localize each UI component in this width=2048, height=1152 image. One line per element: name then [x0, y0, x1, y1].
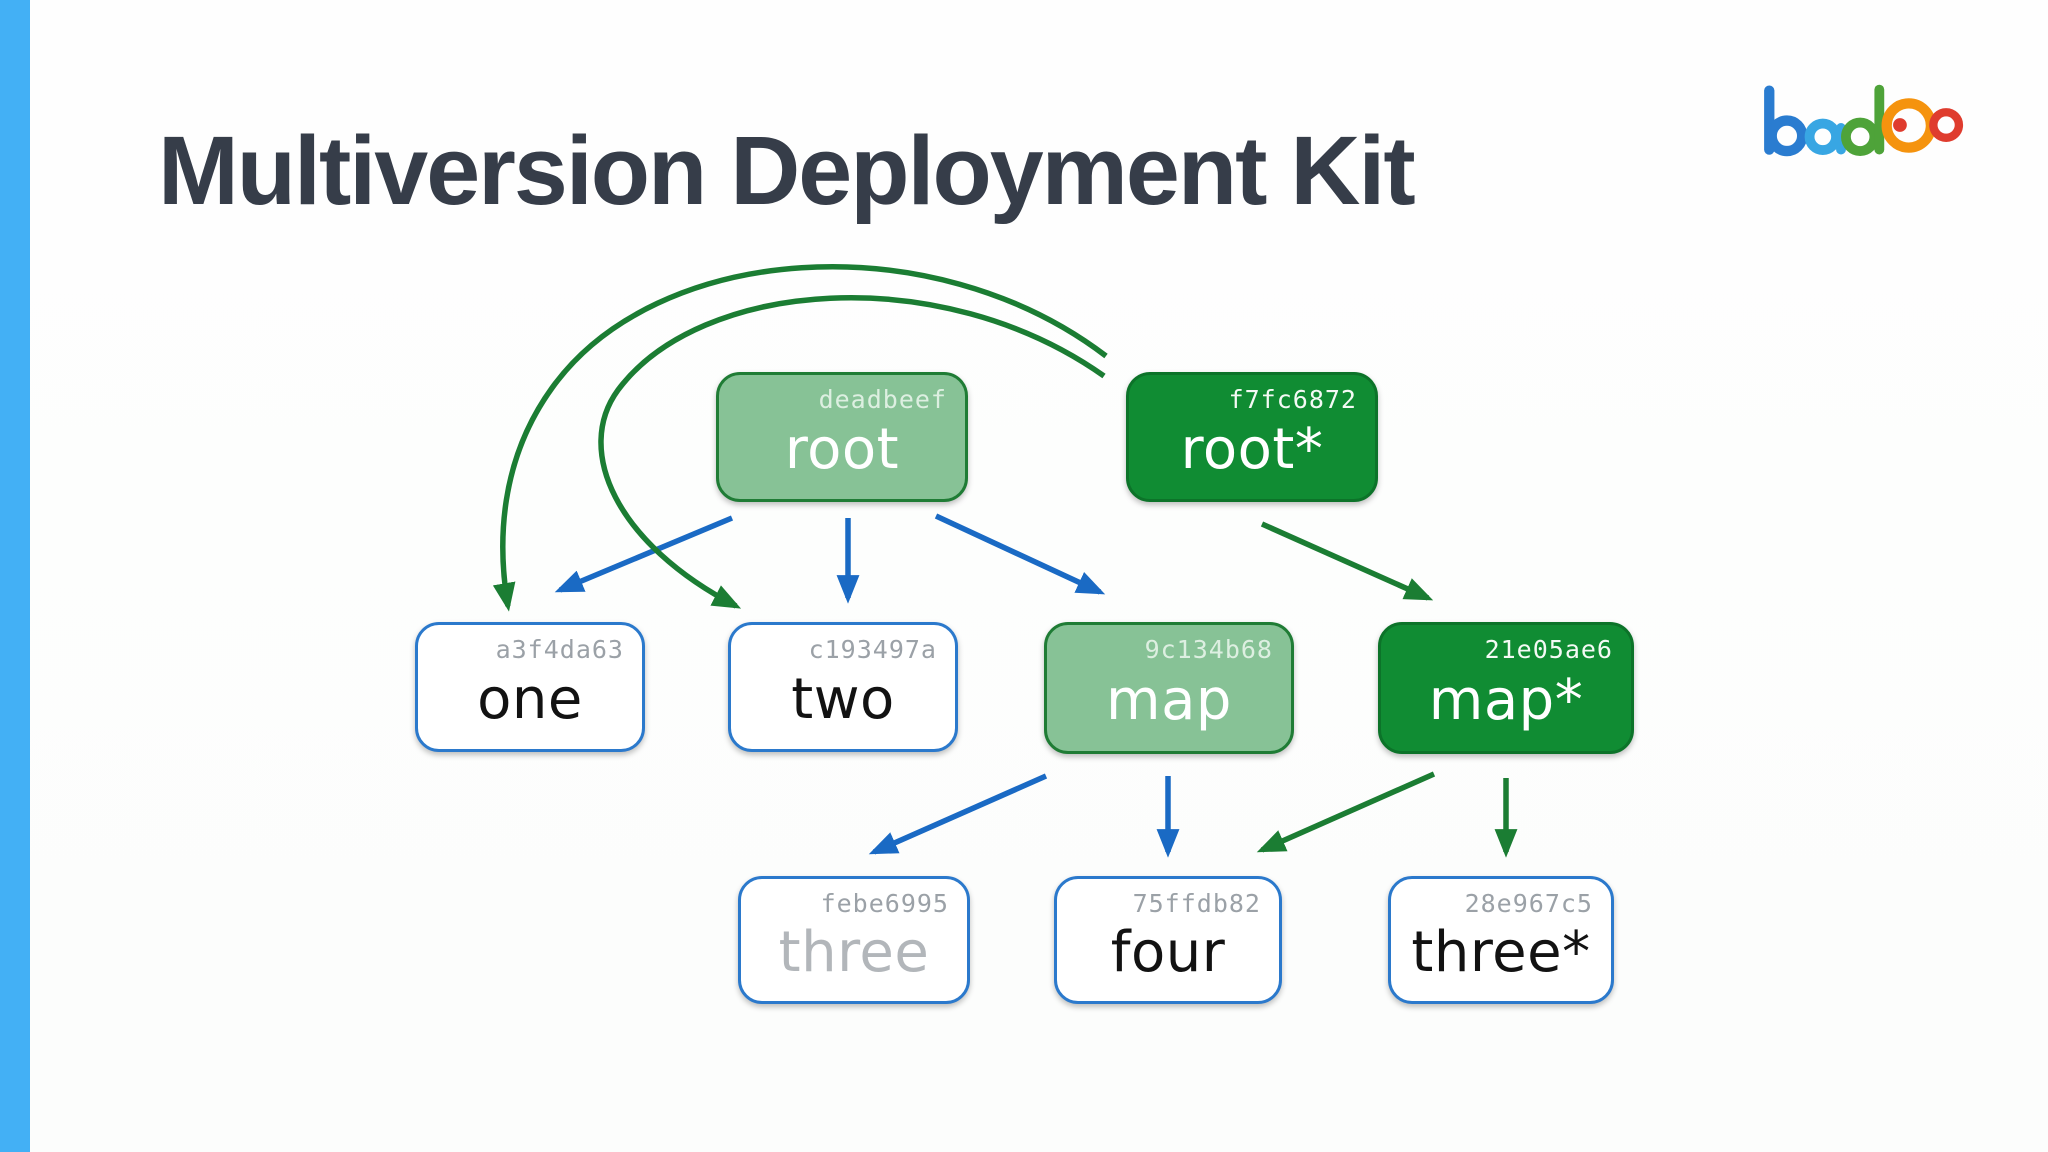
logo-letter-b — [1764, 85, 1808, 157]
node-four-label: four — [1110, 919, 1226, 985]
node-map-star: 21e05ae6 map* — [1378, 622, 1634, 754]
node-three-hash: febe6995 — [820, 889, 949, 918]
slide-title: Multiversion Deployment Kit — [158, 115, 1416, 225]
node-map-label: map — [1106, 667, 1232, 733]
logo-letter-O — [1881, 98, 1937, 153]
node-map: 9c134b68 map — [1044, 622, 1294, 754]
left-accent-bar — [0, 0, 30, 1152]
node-map-star-label: map* — [1428, 667, 1584, 733]
node-root-star: f7fc6872 root* — [1126, 372, 1378, 502]
node-three-star-label: three* — [1411, 919, 1591, 985]
edge-rootstar-to-mapstar — [1260, 521, 1434, 601]
edge-map-to-three — [868, 773, 1048, 855]
node-three-star: 28e967c5 three* — [1388, 876, 1614, 1004]
node-four: 75ffdb82 four — [1054, 876, 1282, 1004]
node-root-star-label: root* — [1180, 416, 1324, 482]
node-three: febe6995 three — [738, 876, 970, 1004]
edge-mapstar-to-four — [1256, 771, 1436, 853]
node-root: deadbeef root — [716, 372, 968, 502]
edge-root-to-map — [934, 513, 1106, 595]
node-root-label: root — [784, 416, 900, 482]
node-two-label: two — [791, 666, 895, 732]
node-root-hash: deadbeef — [818, 385, 947, 414]
node-map-star-hash: 21e05ae6 — [1484, 635, 1613, 664]
node-three-label: three — [778, 919, 930, 985]
node-two: c193497a two — [728, 622, 958, 752]
logo-O-dot — [1893, 118, 1907, 132]
logo-letter-a — [1804, 118, 1846, 155]
logo-letter-o — [1929, 108, 1964, 142]
logo-letter-d — [1840, 84, 1885, 156]
edge-root-to-one — [554, 515, 734, 593]
node-root-star-hash: f7fc6872 — [1228, 385, 1357, 414]
badoo-logo — [1764, 84, 1964, 157]
node-one: a3f4da63 one — [415, 622, 645, 752]
node-two-hash: c193497a — [808, 635, 937, 664]
node-one-label: one — [477, 666, 583, 732]
node-one-hash: a3f4da63 — [495, 635, 624, 664]
node-map-hash: 9c134b68 — [1144, 635, 1273, 664]
node-four-hash: 75ffdb82 — [1132, 889, 1261, 918]
node-three-star-hash: 28e967c5 — [1464, 889, 1593, 918]
